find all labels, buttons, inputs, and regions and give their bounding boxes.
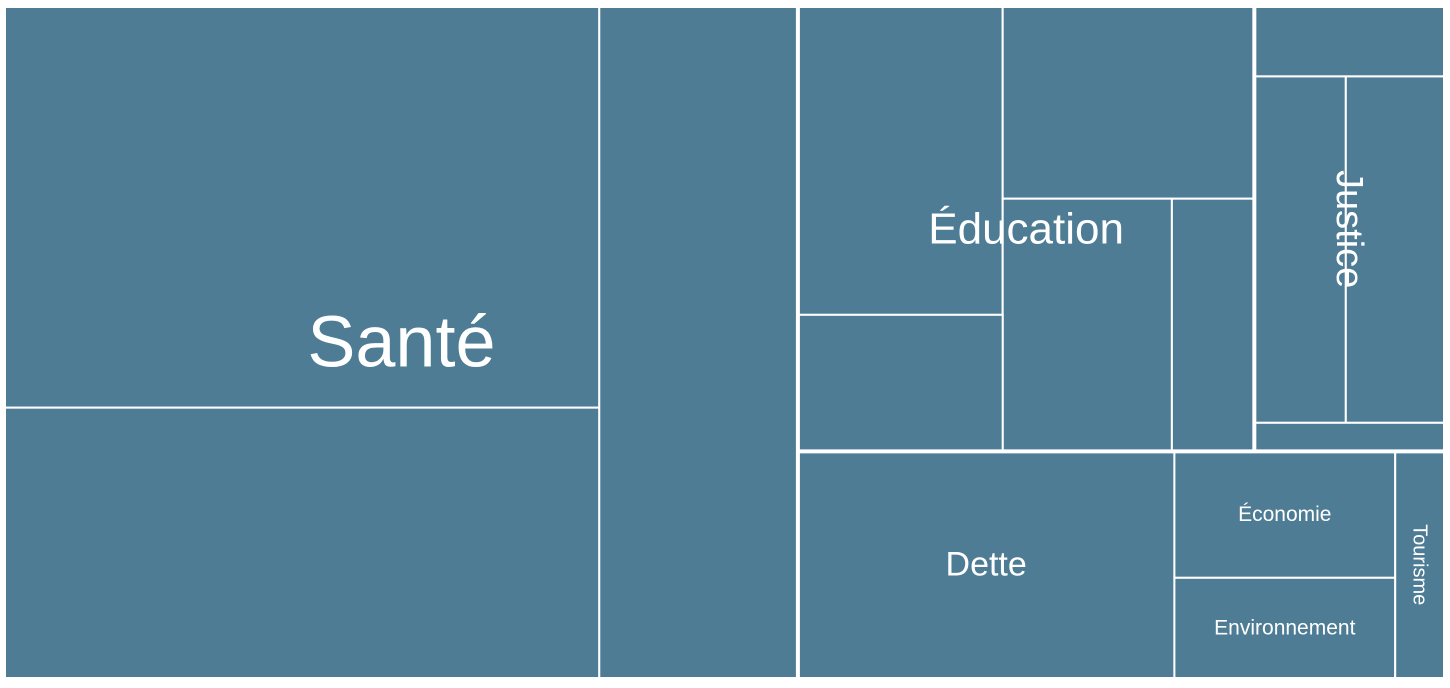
treemap-cell-justice-4 [1253,421,1445,453]
treemap-cell-education-3 [1001,197,1173,453]
treemap-group-dividers [795,7,1444,678]
treemap-cell-sante-2 [4,406,601,679]
label-justice: Justice [1328,170,1370,288]
label-economie: Économie [1238,503,1331,526]
treemap-cell-sante-3 [598,6,799,679]
label-sante: Santé [307,303,495,383]
treemap-cell-education-2 [1001,6,1256,200]
treemap-cell-justice-1 [1253,75,1347,424]
treemap-cell-economie-1 [1173,450,1397,579]
treemap-cell-justice-3 [1253,6,1445,78]
label-tourisme: Tourisme [1409,524,1431,605]
label-dette: Dette [946,546,1027,584]
label-education: Éducation [928,205,1124,254]
treemap-cell-tourisme-1 [1394,450,1446,680]
treemap-cell-sante-1 [4,6,601,409]
treemap-cell-education-4 [796,313,1004,453]
treemap-cell-education-1 [796,6,1004,316]
treemap-cell-environnement-1 [1173,576,1397,679]
treemap-cell-education-5 [1170,197,1256,453]
treemap-cell-dette-1 [796,450,1176,680]
treemap-cells [4,6,1446,680]
label-environnement: Environnement [1214,616,1355,639]
